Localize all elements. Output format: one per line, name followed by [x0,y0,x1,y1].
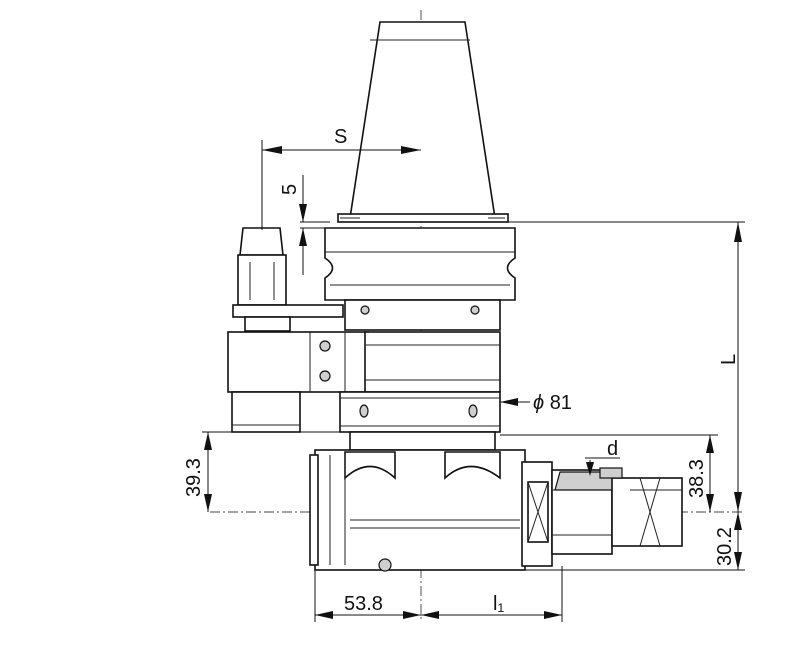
dim-s [261,140,421,230]
dim-l-label: L [718,354,740,365]
stop-pin [232,227,344,332]
dim-53-8-label: 53.8 [344,593,383,615]
dim-38-3-label: 38.3 [686,459,708,498]
taper-shank [337,21,509,223]
dim-5-label: 5 [279,184,301,195]
lower-housing [309,449,526,572]
dim-diameter [500,398,530,406]
dim-l [505,221,745,512]
dim-diameter-label: ϕ 81 [533,392,572,414]
dim-d [585,457,620,476]
spindle-nose [521,461,683,567]
dim-5 [299,175,330,275]
dim-39-3-label: 39.3 [183,458,205,497]
dim-d-label: d [607,438,618,460]
dim-l1-label: l₁ [493,593,504,615]
flange-collar [324,227,516,331]
dim-bottom [314,566,563,622]
dim-s-label: S [334,126,347,148]
dim-38-3 [500,434,718,512]
dim-30-2-label: 30.2 [714,527,736,566]
dim-39-3 [202,431,350,512]
body-housing [339,331,501,451]
